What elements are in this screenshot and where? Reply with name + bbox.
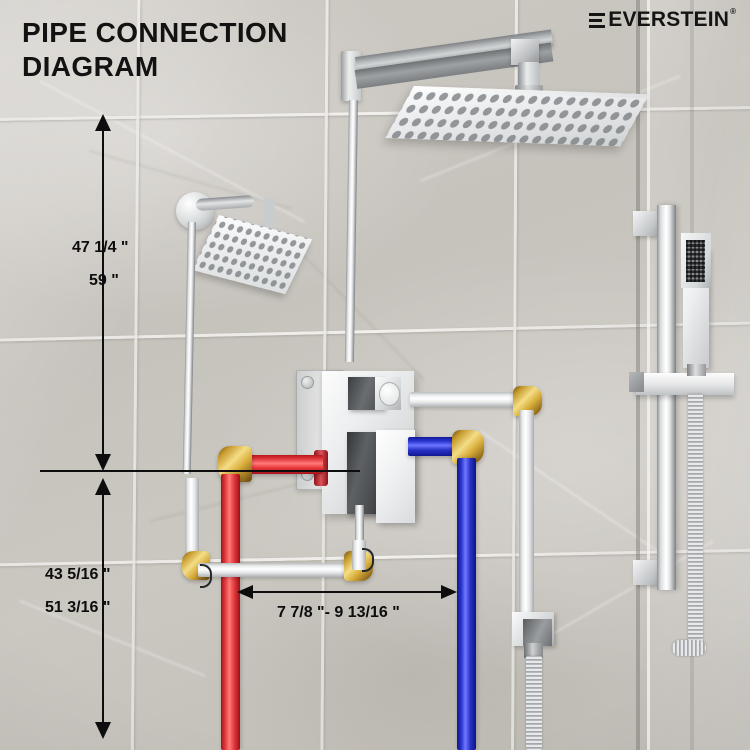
horizontal-dimension-arrowhead-left [237,585,253,599]
valve-mixer-handle-dark[interactable] [347,432,380,514]
shower-arm-end-block [511,39,539,65]
page-title: PIPE CONNECTION DIAGRAM [22,17,288,83]
registered-trademark-symbol: ® [730,6,736,16]
cold-water-pipe-vertical [457,458,476,750]
hand-shower-hose-tail [672,640,706,656]
valve-bottom-outlet-pipe [355,505,364,563]
wall-outlet-nut [524,643,543,658]
hand-shower-spray-face [686,240,705,282]
slide-bar-bracket-knob[interactable] [629,372,644,392]
horizontal-dimension-arrowhead-right [441,585,457,599]
rain-head-swivel-connector [518,62,540,90]
pipe-clip-right [362,548,374,572]
upper-dimension-arrowhead-lower [95,454,111,471]
wall-outlet-elbow [523,619,552,646]
lower-dimension-secondary-label: 51 3/16 " [45,599,111,616]
lower-dimension-line [102,494,104,722]
pipe-clip-left [200,564,212,588]
outlet-pipe-upper-horizontal [410,392,518,407]
cold-water-pipe-horizontal [408,437,456,456]
lower-dimension-arrowhead [95,722,111,739]
outlet-pipe-left-vertical [185,478,199,558]
hot-water-pipe-horizontal [245,455,323,474]
slide-bar[interactable] [657,205,676,590]
horizontal-dimension-line [250,591,446,593]
hand-shower-hose-lower [526,656,542,750]
three-bar-e-icon [589,12,606,28]
valve-centerline-reference [40,470,360,472]
upper-dimension-secondary-label: 59 " [89,272,119,289]
bracket-screw-top [301,376,314,389]
brand-logo: EVERSTEIN ® [589,6,736,32]
upper-dimension-arrowhead [95,114,111,131]
outlet-pipe-lower-horizontal [198,563,364,577]
hand-shower-hose-upper [688,394,703,654]
slide-bar-adjustable-bracket[interactable] [636,373,734,395]
lower-dimension-primary-label: 43 5/16 " [45,566,111,583]
brand-name: EVERSTEIN [608,8,730,31]
diverter-knob-dial [379,382,400,406]
outlet-pipe-upper-vertical [519,410,534,622]
hot-water-pipe-vertical [221,474,240,750]
hand-shower-connector-nut [687,364,706,376]
upper-dimension-line [102,130,104,462]
horizontal-dimension-label: 7 7/8 "- 9 13/16 " [277,604,400,621]
upper-dimension-primary-label: 47 1/4 " [72,239,129,256]
lower-dimension-arrowhead-upper [95,478,111,495]
